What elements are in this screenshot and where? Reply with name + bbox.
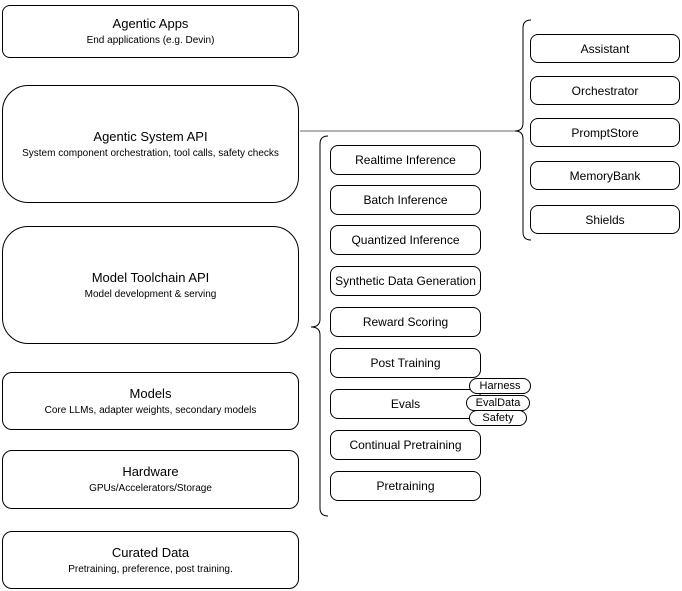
toolchain-item-quantized-inference: Quantized Inference [330, 225, 481, 255]
layer-title: Agentic System API [93, 128, 208, 144]
toolchain-item-realtime-inference: Realtime Inference [330, 145, 481, 175]
layer-title: Curated Data [111, 544, 190, 560]
layer-subtitle: System component orchestration, tool cal… [22, 147, 279, 159]
toolchain-item-continual-pretraining: Continual Pretraining [330, 430, 481, 460]
layer-title: Agentic Apps [112, 16, 189, 31]
layer-agentic-system-api: Agentic System API System component orch… [2, 85, 299, 203]
layer-subtitle: GPUs/Accelerators/Storage [89, 483, 212, 494]
eval-tag-safety: Safety [469, 410, 527, 426]
layer-title: Models [129, 385, 172, 401]
components-brace-icon [514, 19, 532, 241]
eval-tag-evaldata: EvalData [466, 395, 530, 411]
toolchain-item-reward-scoring: Reward Scoring [330, 307, 481, 337]
toolchain-item-evals: Evals [330, 389, 481, 419]
layer-subtitle: End applications (e.g. Devin) [86, 35, 215, 46]
layer-title: Hardware [122, 464, 179, 479]
layer-agentic-apps: Agentic Apps End applications (e.g. Devi… [2, 5, 299, 58]
layer-hardware: Hardware GPUs/Accelerators/Storage [2, 450, 299, 509]
component-memorybank: MemoryBank [530, 161, 680, 190]
component-orchestrator: Orchestrator [530, 76, 680, 105]
component-shields: Shields [530, 205, 680, 234]
layer-subtitle: Pretraining, preference, post training. [68, 563, 233, 575]
layer-title: Model Toolchain API [91, 269, 210, 285]
toolchain-brace-icon [310, 135, 329, 517]
layer-subtitle: Core LLMs, adapter weights, secondary mo… [44, 404, 257, 416]
toolchain-item-pretraining: Pretraining [330, 471, 481, 501]
component-promptstore: PromptStore [530, 118, 680, 147]
layer-model-toolchain-api: Model Toolchain API Model development & … [2, 226, 299, 344]
toolchain-item-post-training: Post Training [330, 348, 481, 378]
component-assistant: Assistant [530, 34, 680, 63]
eval-tag-harness: Harness [469, 378, 531, 394]
toolchain-item-batch-inference: Batch Inference [330, 185, 481, 215]
layer-curated-data: Curated Data Pretraining, preference, po… [2, 531, 299, 589]
layer-models: Models Core LLMs, adapter weights, secon… [2, 372, 299, 430]
layer-subtitle: Model development & serving [84, 288, 217, 300]
toolchain-item-synthetic-data-generation: Synthetic Data Generation [330, 266, 481, 296]
